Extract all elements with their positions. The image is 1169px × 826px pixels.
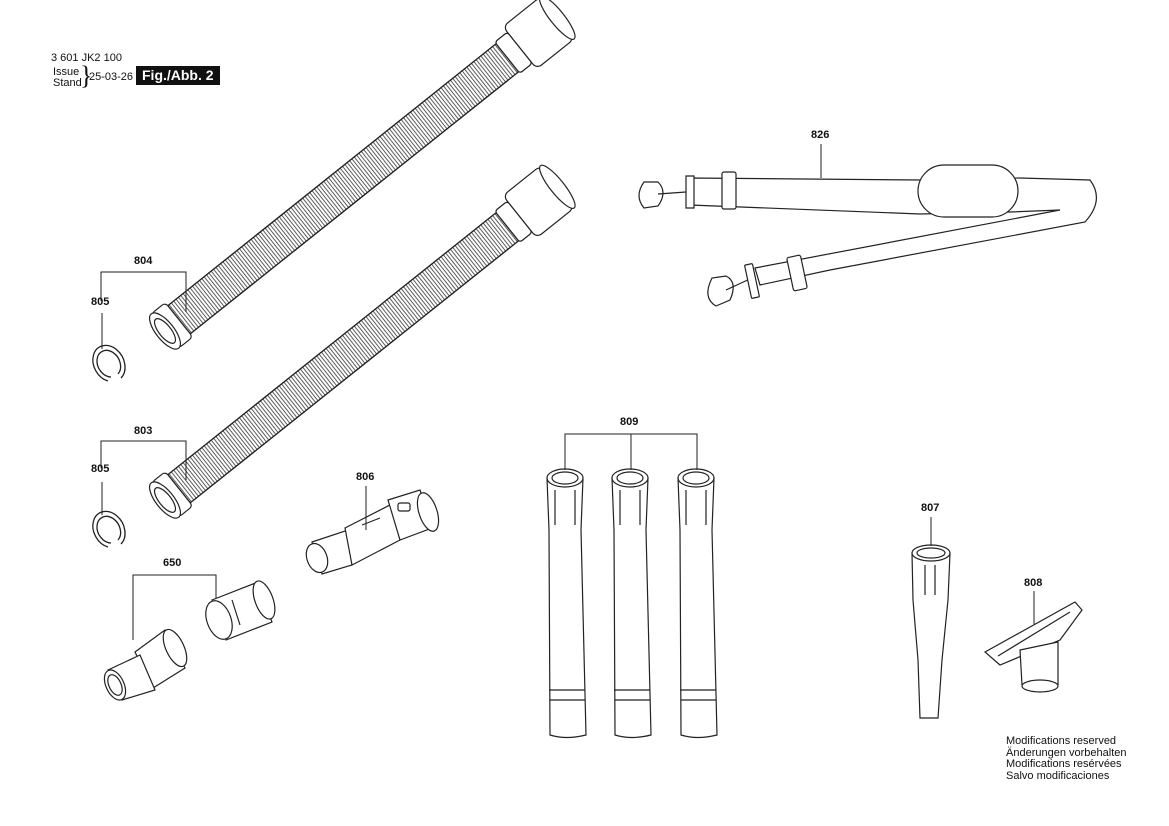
modifications-note: Modifications reserved Änderungen vorbeh…	[1006, 735, 1127, 782]
hose-803-drawing	[148, 164, 576, 519]
brace-glyph: }	[80, 61, 93, 90]
note-de: Änderungen vorbehalten	[1006, 746, 1127, 759]
stand-label: Stand	[53, 77, 82, 89]
clamp-ring-805-top-drawing	[92, 344, 126, 382]
adapter-650-drawing	[103, 580, 276, 701]
upholstery-nozzle-808-drawing	[983, 601, 1083, 693]
part-label-805-top: 805	[91, 296, 109, 308]
shoulder-strap-826-drawing	[638, 164, 1097, 307]
note-fr: Modifications resérvées	[1006, 758, 1122, 770]
part-label-804: 804	[134, 255, 153, 267]
part-label-826: 826	[811, 129, 829, 141]
part-label-806: 806	[356, 471, 374, 483]
note-es: Salvo modificaciones	[1006, 769, 1110, 782]
clamp-ring-805-bottom-drawing	[92, 510, 126, 548]
part-label-803: 803	[134, 425, 152, 437]
part-label-807: 807	[921, 502, 939, 514]
part-labels: 804 805 803 805 650 806 809 826 807 808	[91, 129, 1042, 589]
hose-804-drawing	[148, 0, 576, 350]
adapter-806-drawing	[305, 489, 440, 575]
part-label-650: 650	[163, 557, 181, 569]
leader-lines	[100, 144, 1035, 640]
part-label-808: 808	[1024, 577, 1042, 589]
part-label-805-bottom: 805	[91, 463, 109, 475]
note-en: Modifications reserved	[1006, 735, 1117, 747]
extension-tubes-809-drawing	[546, 468, 718, 739]
issue-date: 25-03-26	[89, 71, 134, 83]
crevice-nozzle-807-drawing	[911, 544, 951, 719]
document-number: 3 601 JK2 100	[51, 52, 122, 64]
part-label-809: 809	[620, 416, 638, 428]
issue-label: Issue	[53, 66, 80, 78]
figure-badge: Fig./Abb. 2	[136, 66, 220, 85]
